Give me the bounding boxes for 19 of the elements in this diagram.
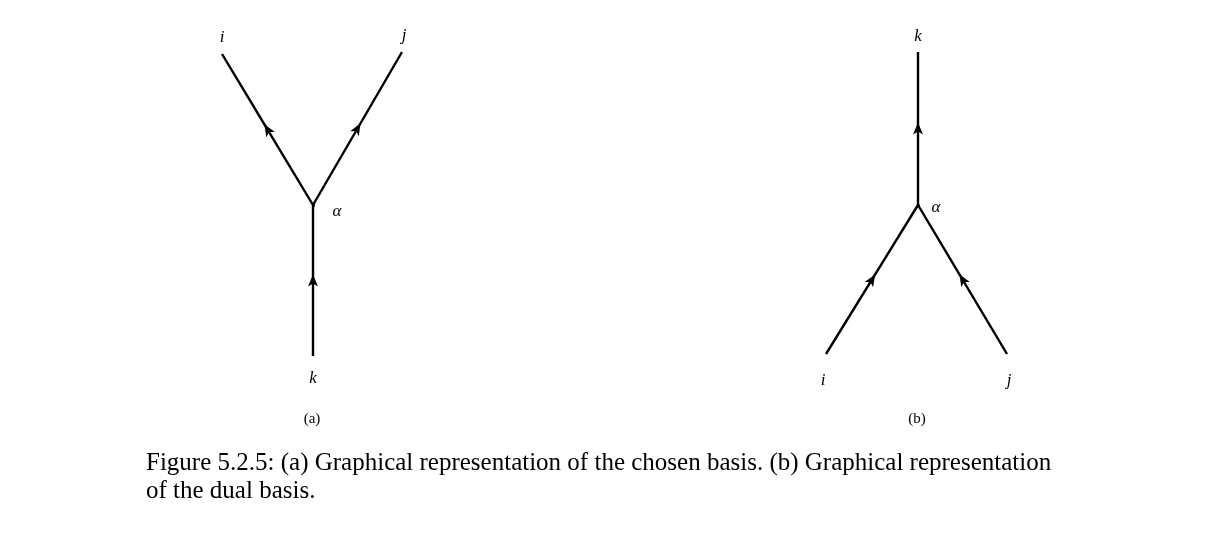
index-label: j bbox=[401, 25, 407, 43]
subfigure-label: (a) bbox=[303, 410, 321, 426]
vertex-label: α bbox=[332, 201, 342, 219]
index-label: k bbox=[309, 368, 317, 386]
index-label: j bbox=[1006, 370, 1012, 388]
figure-caption: Figure 5.2.5: (a) Graphical representation of the chosen basis. (b) Graphical representation of the dual basis. bbox=[146, 448, 1053, 504]
arrow bbox=[311, 51, 404, 206]
subfigure-label: (b) bbox=[908, 410, 926, 426]
index-label: i bbox=[820, 370, 826, 388]
index-label: i bbox=[219, 27, 225, 45]
arrow bbox=[824, 204, 920, 355]
index-label: k bbox=[914, 26, 922, 44]
arrow bbox=[913, 52, 923, 205]
arrow bbox=[308, 205, 318, 356]
vertex-point bbox=[916, 203, 920, 207]
vertex-point bbox=[311, 203, 315, 207]
arrow bbox=[916, 204, 1009, 355]
arrow bbox=[220, 53, 315, 206]
vertex-label: α bbox=[931, 197, 941, 215]
